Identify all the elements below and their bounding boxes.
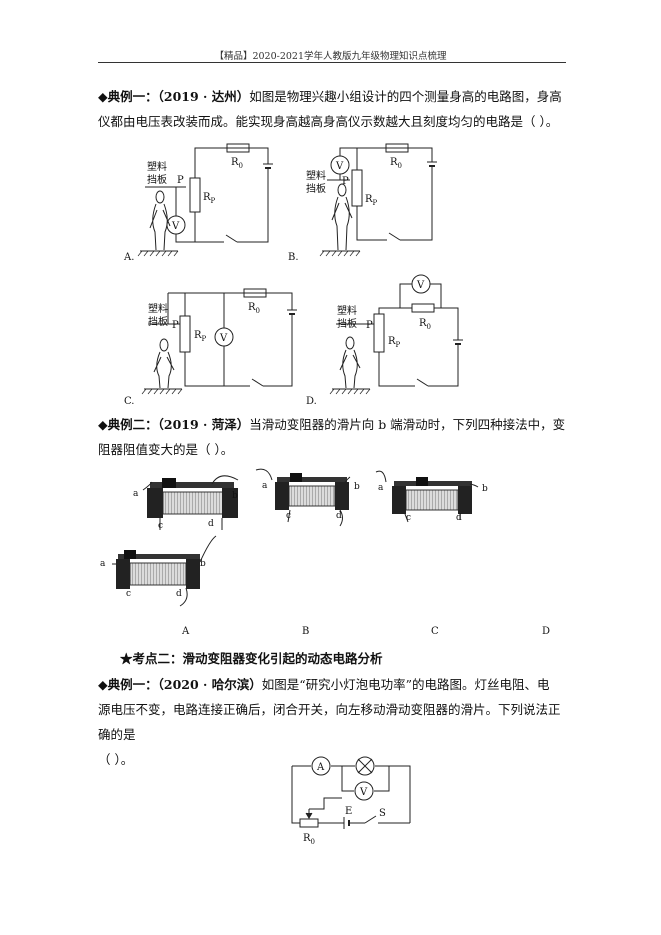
- circuit-a: [137, 143, 273, 257]
- circuit-b-rp-label: RP: [365, 194, 378, 207]
- switch-label: S: [379, 808, 386, 819]
- battery-label: E: [345, 806, 352, 817]
- r3-terminal-a: a: [378, 483, 384, 493]
- circuit-c-rp-label: RP: [194, 330, 207, 343]
- ammeter-label: A: [316, 762, 325, 773]
- circuit-d: [329, 274, 463, 395]
- circuit-b-r0-label: R0: [390, 157, 402, 170]
- example1-paragraph: ◆典例一：（2019 · 达州）如图是物理兴趣小组设计的四个测量身高的电路图，身…: [98, 84, 568, 134]
- r2-terminal-d: d: [336, 511, 342, 521]
- example3-prefix: ◆典例一：: [98, 677, 158, 692]
- r1-terminal-d: d: [208, 519, 214, 529]
- circuit-d-plastic-label: 塑料: [337, 304, 357, 317]
- example3-text-line1: 如图是“研究小灯泡电功率”的电路图。灯丝电阻、电: [261, 677, 550, 692]
- r3-terminal-d: d: [456, 513, 462, 523]
- circuit-d-p-label: P: [366, 320, 373, 331]
- circuit-a-plate-label: 挡板: [147, 173, 167, 186]
- r1-terminal-c: c: [158, 521, 163, 531]
- circuit-c-r0-label: R0: [248, 302, 260, 315]
- example2-text-line2: 阻器阻值变大的是（ ）。: [98, 442, 234, 457]
- r4-terminal-a: a: [100, 559, 106, 569]
- circuit-b-voltmeter-label: V: [335, 161, 344, 172]
- height-meter-circuits: 塑料 挡板 P RP R0 V A. 塑料 挡板 P RP R0 V B. 塑料…: [123, 143, 463, 407]
- example1-source: （2019 · 达州）: [157, 89, 250, 104]
- circuit-b: [319, 143, 437, 257]
- circuit-a-rp-label: RP: [203, 192, 216, 205]
- circuit-a-voltmeter-label: V: [171, 221, 180, 232]
- r3-terminal-c: c: [406, 513, 411, 523]
- rheostat-option-c: C: [431, 626, 439, 637]
- rheostat-3: [375, 470, 479, 523]
- option-a-label: A.: [123, 252, 134, 263]
- rheostat-2: [255, 468, 351, 527]
- circuit-d-r0-label: R0: [419, 318, 431, 331]
- circuit-c-voltmeter-label: V: [219, 333, 228, 344]
- option-b-label: B.: [288, 252, 299, 263]
- circuit-d-rp-label: RP: [388, 336, 401, 349]
- r4-terminal-c: c: [126, 589, 131, 599]
- circuit-c-plastic-label: 塑料: [148, 302, 168, 315]
- r2-terminal-a: a: [262, 481, 268, 491]
- circuit-a-p-label: P: [177, 175, 184, 186]
- option-c-label: C.: [124, 396, 134, 407]
- example2-prefix: ◆典例二：: [98, 417, 158, 432]
- rheostat-option-a: A: [181, 626, 190, 637]
- r2-terminal-c: c: [286, 511, 291, 521]
- rheostat-4: [112, 535, 217, 607]
- lamp-power-circuit: A V E S R0: [291, 756, 411, 846]
- example1-text-line2: 仪都由电压表改装而成。能实现身高越高身高仪示数越大且刻度均匀的电路是（ ）。: [98, 114, 559, 129]
- example1-prefix: ◆典例一：: [98, 89, 158, 104]
- r2-terminal-b: b: [354, 482, 360, 492]
- circuit-c-plate-label: 挡板: [148, 315, 168, 328]
- example1-text-line1: 如图是物理兴趣小组设计的四个测量身高的电路图，身高: [249, 89, 562, 104]
- rheostat-option-b: B: [302, 626, 309, 637]
- section2-title: 滑动变阻器变化引起的动态电路分析: [182, 651, 383, 666]
- page-header: 【精品】2020-2021学年人教版九年级物理知识点梳理: [214, 51, 447, 62]
- circuit-b-p-label: P: [342, 176, 349, 187]
- circuit-a-plastic-label: 塑料: [147, 160, 167, 173]
- circuit-b-plastic-label: 塑料: [306, 169, 326, 182]
- circuit-d-voltmeter-label: V: [416, 280, 425, 291]
- example3-source: （2020 · 哈尔滨）: [157, 677, 262, 692]
- r4-terminal-d: d: [176, 589, 182, 599]
- circuit-a-r0-label: R0: [231, 157, 243, 170]
- circuit-b-plate-label: 挡板: [306, 182, 326, 195]
- option-d-label: D.: [306, 396, 317, 407]
- rheostat-1: [142, 475, 239, 530]
- example3-text-line2: 源电压不变，电路连接正确后，闭合开关，向左移动滑动变阻器的滑片。下列说法正确的是: [98, 702, 561, 742]
- example2-paragraph: ◆典例二：（2019 · 菏泽）当滑动变阻器的滑片向 b 端滑动时，下列四种接法…: [98, 412, 568, 462]
- circuit-c-p-label: P: [172, 320, 179, 331]
- example3-text-line3: （ ）。: [98, 752, 134, 767]
- circuit-d-plate-label: 挡板: [337, 317, 357, 330]
- r1-terminal-b: b: [232, 491, 238, 501]
- example2-text-line1: 当滑动变阻器的滑片向 b 端滑动时，下列四种接法中，变: [249, 417, 566, 432]
- circuit-c: [141, 288, 297, 395]
- r3-terminal-b: b: [482, 484, 488, 494]
- rheostat-option-d: D: [542, 626, 550, 637]
- r4-terminal-b: b: [200, 559, 206, 569]
- header-rule: [98, 62, 566, 63]
- voltmeter-label: V: [359, 787, 368, 798]
- rheostat-r0-label: R0: [303, 833, 315, 846]
- r1-terminal-a: a: [133, 489, 139, 499]
- section2-heading: ★考点二：滑动变阻器变化引起的动态电路分析: [120, 646, 590, 671]
- section2-prefix: ★考点二：: [120, 651, 183, 666]
- example2-source: （2019 · 菏泽）: [157, 417, 250, 432]
- example3-paragraph: ◆典例一：（2020 · 哈尔滨）如图是“研究小灯泡电功率”的电路图。灯丝电阻、…: [98, 672, 568, 772]
- rheostat-wiring-figures: a b c d a b c d a b c d a b c d A B C D: [100, 468, 550, 637]
